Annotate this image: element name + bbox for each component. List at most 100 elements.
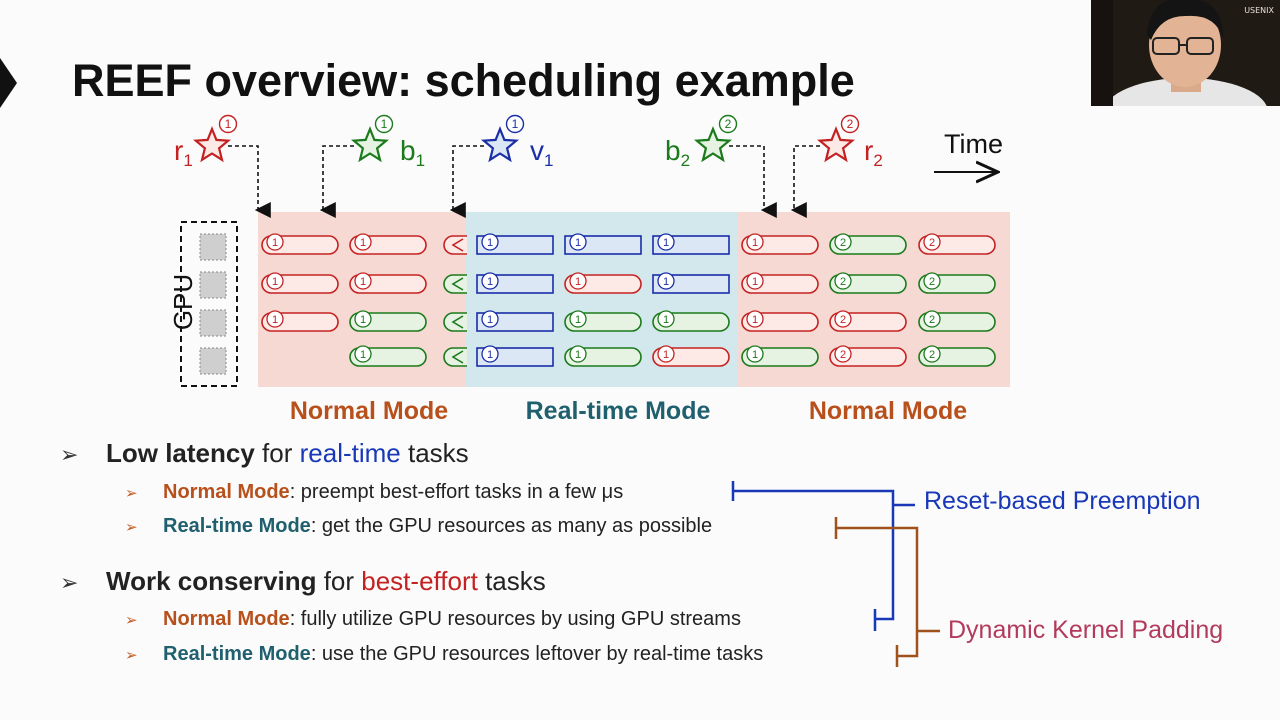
- star-icon: [350, 126, 390, 163]
- kernel-badge-number: 2: [840, 314, 846, 326]
- gpu-label: GPU: [168, 274, 198, 330]
- arrival-badge-number: 1: [225, 117, 232, 131]
- arrival-badge-number: 1: [381, 117, 388, 131]
- kernel-badge-number: 1: [663, 237, 669, 249]
- reset-preemption-label: Reset-based Preemption: [924, 487, 1201, 515]
- kernel-badge: [657, 345, 675, 363]
- mode-label: Real-time Mode: [526, 397, 711, 425]
- kernel-badge-number: 2: [840, 237, 846, 249]
- kernel-red: 1: [261, 272, 339, 294]
- kernel-red: [443, 235, 467, 255]
- kernel-badge-number: 1: [487, 276, 493, 288]
- arrival-badge: [218, 114, 238, 134]
- arrival-badge: [505, 114, 525, 134]
- sub-bullet-text: : get the GPU resources as many as possi…: [310, 515, 713, 537]
- kernel-badge: [746, 272, 764, 290]
- arrival-label: b1: [400, 135, 425, 170]
- time-label: Time: [944, 129, 1003, 159]
- gpu-sm-unit: [199, 233, 227, 261]
- kernel-badge: [657, 272, 675, 290]
- kernel-cut-mark: [451, 277, 464, 291]
- kernel-green: 1: [349, 310, 427, 332]
- kernel-badge-number: 1: [752, 349, 758, 361]
- kernel-green: 1: [564, 345, 642, 367]
- sub-bullet-mode: Normal Mode: [163, 481, 290, 503]
- arrival-label: r1: [174, 135, 193, 170]
- sub-bullet-wc-normal: ➢Normal Mode: fully utilize GPU resource…: [125, 608, 741, 631]
- conference-logo: USENIX: [1244, 6, 1274, 15]
- kernel-red: 1: [652, 345, 730, 367]
- kernel-badge-number: 1: [575, 276, 581, 288]
- kernel-badge: [746, 345, 764, 363]
- kernel-badge: [923, 310, 941, 328]
- mode-label: Normal Mode: [809, 397, 967, 425]
- slide-nav-arrow-icon[interactable]: [0, 58, 17, 108]
- sub-bullet-wc-realtime: ➢Real-time Mode: use the GPU resources l…: [125, 643, 763, 666]
- bullet-tail: tasks: [477, 566, 546, 596]
- gpu-sm-unit: [199, 347, 227, 375]
- kernel-badge: [834, 272, 852, 290]
- kernel-badge: [657, 310, 675, 328]
- kernel-shape: [443, 347, 467, 367]
- kernel-green: [443, 347, 467, 367]
- kernel-badge: [923, 272, 941, 290]
- kernel-badge-number: 1: [360, 276, 366, 288]
- kernel-badge: [266, 233, 284, 251]
- arrival-arrow: [729, 145, 777, 218]
- kernel-badge: [481, 272, 499, 290]
- kernel-badge: [657, 233, 675, 251]
- kernel-badge: [354, 272, 372, 290]
- arrival-arrow: [319, 145, 354, 218]
- star-icon: [816, 126, 856, 163]
- kernel-badge: [834, 345, 852, 363]
- kernel-badge-number: 1: [487, 349, 493, 361]
- kernel-badge: [481, 233, 499, 251]
- gpu-box: GPU: [168, 221, 238, 387]
- kernel-red: 1: [741, 310, 819, 332]
- bullet-bold: Low latency: [106, 438, 255, 468]
- arrival-b1: 1 b1: [319, 114, 425, 218]
- time-axis: Time: [934, 129, 1003, 172]
- kernel-green: 1: [652, 310, 730, 332]
- kernel-badge-number: 1: [360, 314, 366, 326]
- kernel-green: 2: [918, 345, 996, 367]
- sub-bullet-arrow-icon: ➢: [125, 519, 138, 536]
- kernel-padding-bracket: [834, 517, 919, 667]
- kernel-blue: 1: [476, 310, 554, 332]
- kernel-badge: [834, 310, 852, 328]
- kernel-badge-number: 2: [929, 349, 935, 361]
- kernel-red: 1: [261, 310, 339, 332]
- kernel-badge: [569, 272, 587, 290]
- kernel-red: 1: [261, 233, 339, 255]
- annotation-brackets: [731, 481, 940, 667]
- kernel-green: 2: [918, 272, 996, 294]
- kernel-badge-number: 2: [929, 237, 935, 249]
- kernel-badge: [746, 310, 764, 328]
- kernel-badge-number: 1: [575, 237, 581, 249]
- kernel-green: 1: [349, 345, 427, 367]
- presenter-video-frame: [1091, 0, 1280, 106]
- kernel-badge-number: 1: [752, 276, 758, 288]
- kernel-badge: [569, 310, 587, 328]
- kernel-red: 2: [829, 310, 907, 332]
- sub-bullet-mode: Real-time Mode: [163, 515, 311, 537]
- kernel-badge-number: 1: [663, 276, 669, 288]
- kernel-badge-number: 1: [752, 237, 758, 249]
- kernel-red: 1: [349, 233, 427, 255]
- star-icon: [693, 126, 733, 163]
- kernel-badge: [354, 310, 372, 328]
- kernel-cut-mark: [451, 315, 464, 329]
- sub-bullet-mode: Real-time Mode: [163, 643, 311, 665]
- bullet-low-latency: ➢Low latency for real-time tasks: [60, 438, 469, 469]
- kernel-badge: [923, 233, 941, 251]
- kernel-badge: [481, 345, 499, 363]
- bullet-arrow-icon: ➢: [60, 570, 79, 595]
- arrival-r1: 1 r1: [174, 114, 271, 218]
- kernel-red: 2: [918, 233, 996, 255]
- bullet-colored-besteffort: best-effort: [361, 566, 478, 596]
- kernel-cut-mark: [451, 350, 464, 364]
- kernel-shape: [443, 235, 467, 255]
- arrival-arrow: [228, 145, 271, 218]
